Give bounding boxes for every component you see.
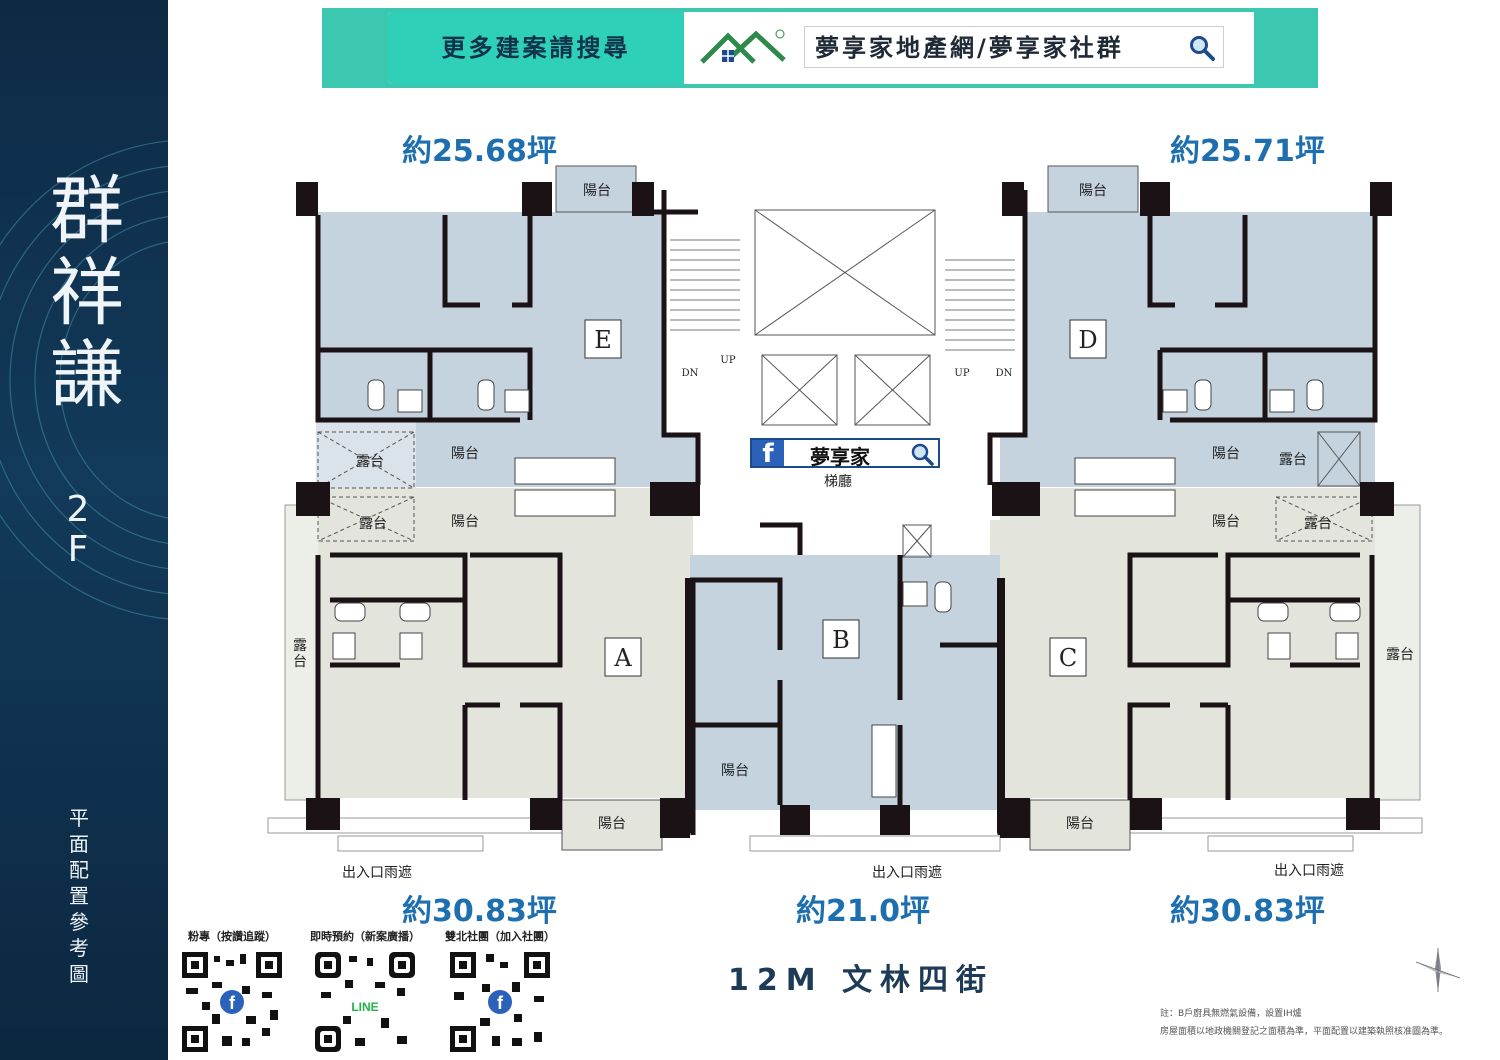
terrace-label: 露台 [356, 454, 384, 470]
terrace-label: 台 [293, 654, 307, 670]
line-icon: LINE [351, 1000, 378, 1014]
terrace-label: 露 [293, 638, 307, 654]
note-kitchen: 註：B戶廚具無燃氣設備，設置IH爐 [1160, 1009, 1302, 1019]
terrace-label: 露台 [359, 516, 387, 532]
unit-c-label: C [1059, 644, 1077, 672]
facebook-icon: f [752, 440, 784, 468]
unit-b-label: B [832, 626, 850, 654]
house-logo-icon [700, 29, 786, 64]
balcony-label: 陽台 [1212, 446, 1240, 462]
banner-right-panel [684, 12, 1254, 84]
svg-text:f: f [229, 993, 236, 1013]
balcony-label: 陽台 [1212, 514, 1240, 530]
balcony-label: 陽台 [721, 763, 749, 779]
canopy-label: 出入口雨遮 [1274, 863, 1344, 879]
qr-code-icon: LINE [315, 952, 415, 1052]
sidebar: 群 祥 謙 2 F 平 面 配 置 參 考 圖 [0, 0, 168, 1060]
terrace-label: 露台 [1386, 647, 1414, 663]
balcony-label: 陽台 [1066, 816, 1094, 832]
terrace-label: 露台 [1304, 516, 1332, 532]
balcony-label: 陽台 [451, 446, 479, 462]
area-label-c: 約30.83坪 [1170, 894, 1325, 929]
area-label-a: 約30.83坪 [402, 894, 557, 929]
balcony-label: 陽台 [583, 183, 611, 199]
search-icon [911, 443, 934, 466]
qr-line[interactable]: 即時預約（新案廣播） LINE [305, 928, 425, 1056]
area-label-b: 約21.0坪 [796, 894, 931, 929]
compass-icon [1415, 948, 1461, 992]
project-name: 群 祥 謙 [50, 168, 124, 418]
stair-up-label: UP [720, 355, 735, 366]
qr-code-icon: f [450, 952, 550, 1052]
qr-group[interactable]: 雙北社團（加入社團） f [440, 928, 560, 1056]
unit-a-label: A [613, 644, 632, 672]
lobby-label: 梯廳 [824, 474, 852, 490]
qr-fanpage[interactable]: 粉專（按讚追蹤） f [172, 928, 292, 1056]
canopy-label: 出入口雨遮 [872, 865, 942, 881]
search-box[interactable]: 夢享家地產網/夢享家社群 [804, 26, 1224, 68]
floor-label: 2 F [66, 489, 90, 570]
qr-caption: 雙北社團（加入社團） [445, 930, 555, 943]
qr-caption: 即時預約（新案廣播） [310, 930, 420, 943]
note-area: 房屋面積以地政機關登記之面積為準，平面配置以建築執照核准圖為準。 [1160, 1027, 1449, 1037]
search-icon [1190, 36, 1215, 61]
qr-code-icon: f [182, 952, 282, 1052]
unit-d-label: D [1078, 326, 1097, 354]
facebook-badge[interactable]: f 夢享家 [750, 438, 940, 469]
canopy-label: 出入口雨遮 [342, 865, 412, 881]
terrace-label: 露台 [1279, 452, 1307, 468]
balcony-label: 陽台 [451, 514, 479, 530]
unit-e-label: E [594, 326, 612, 354]
facebook-badge-text: 夢享家 [810, 445, 870, 469]
svg-text:f: f [497, 993, 504, 1013]
plan-title: 平 面 配 置 參 考 圖 [69, 806, 89, 986]
search-text: 夢享家地產網/夢享家社群 [815, 34, 1124, 62]
area-label-d: 約25.71坪 [1170, 134, 1325, 169]
balcony-label: 陽台 [1079, 183, 1107, 199]
stair-down-label: DN [682, 368, 699, 379]
floor-plan: E D A B C 陽台 陽台 陽台 陽台 陽台 陽台 陽台 陽台 陽台 露台 … [267, 165, 1423, 852]
street-label: 12M 文林四街 [728, 963, 995, 998]
stair-down-label: DN [996, 368, 1013, 379]
area-label-e: 約25.68坪 [402, 134, 557, 169]
decorative-swirl [0, 140, 168, 620]
banner-left-text: 更多建案請搜尋 [388, 12, 684, 84]
stair-up-label: UP [954, 368, 969, 379]
qr-caption: 粉專（按讚追蹤） [188, 930, 276, 943]
balcony-label: 陽台 [598, 816, 626, 832]
